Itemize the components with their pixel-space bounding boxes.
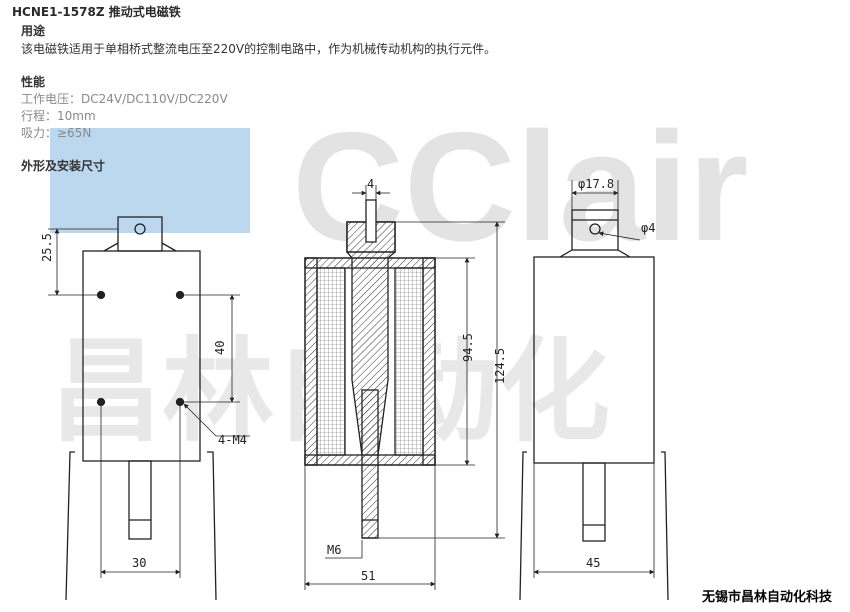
left-view	[48, 216, 250, 601]
left-lug-hole	[134, 223, 146, 235]
push-rod	[361, 389, 379, 539]
coil-winding	[316, 267, 346, 456]
dim-m6: M6	[327, 543, 341, 557]
spec-stroke: 行程：10mm	[21, 109, 96, 123]
spec-force: 吸力：≥65N	[21, 126, 92, 140]
company-name: 无锡市昌林自动化科技	[701, 590, 832, 605]
right-body	[533, 256, 655, 464]
coil-winding	[394, 267, 424, 456]
dim-30: 30	[132, 556, 146, 570]
case-wall	[304, 257, 318, 466]
right-lug-hole	[589, 223, 601, 235]
center-section-view	[304, 185, 505, 590]
watermark-blue-block	[50, 128, 250, 233]
usage-text: 该电磁铁适用于单相桥式整流电压至220V的控制电路中，作为机械传动机构的执行元件…	[21, 42, 497, 56]
dim-40: 40	[213, 341, 227, 355]
left-top-lug	[117, 216, 163, 252]
spec-voltage: 工作电压：DC24V/DC110V/DC220V	[21, 92, 228, 106]
right-top-lug	[571, 209, 619, 251]
left-body	[82, 250, 201, 462]
dim-94-5: 94.5	[461, 333, 475, 362]
right-view	[519, 180, 669, 601]
dim-124-5: 124.5	[493, 348, 507, 384]
dim-45: 45	[586, 556, 600, 570]
case-wall	[422, 257, 436, 466]
product-title: HCNE1-1578Z 推动式电磁铁	[12, 5, 181, 19]
dim-phi-4: φ4	[641, 221, 655, 235]
dim-4-m4: 4-M4	[218, 433, 247, 447]
dim-51: 51	[361, 569, 375, 583]
dim-4-top: 4	[367, 177, 374, 191]
dim-25-5: 25.5	[40, 233, 54, 262]
performance-heading: 性能	[21, 75, 46, 89]
dimensions-heading: 外形及安装尺寸	[21, 159, 106, 173]
usage-heading: 用途	[21, 24, 46, 38]
dim-phi-17-8: φ17.8	[578, 177, 614, 191]
